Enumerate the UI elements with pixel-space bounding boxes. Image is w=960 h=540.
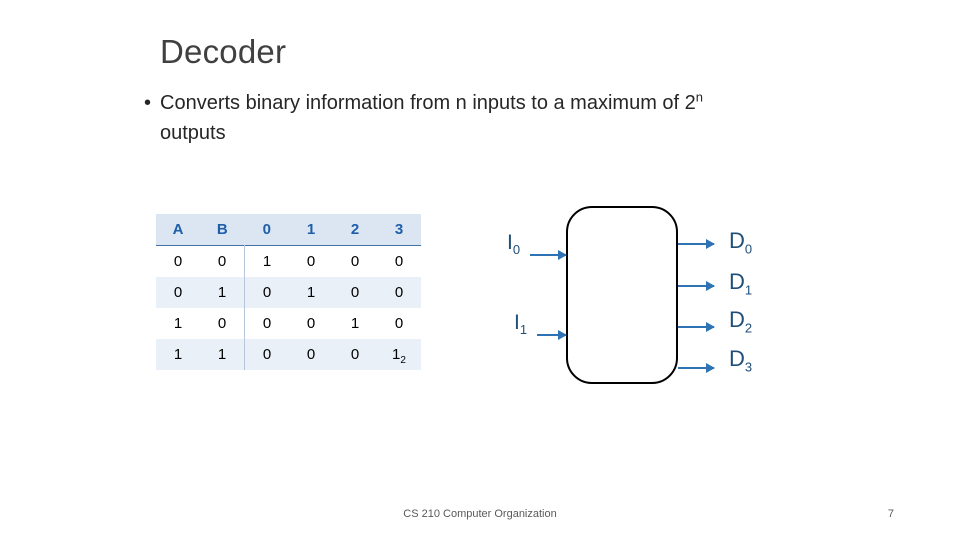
output-label-d3-base: D (729, 346, 745, 371)
output-arrow-d3-icon (678, 363, 715, 373)
cell-a: 1 (156, 308, 200, 339)
cell-d1: 0 (289, 308, 333, 339)
cell-d0: 0 (244, 308, 289, 339)
column-header-1: 1 (289, 214, 333, 246)
cell-a: 1 (156, 339, 200, 370)
input-label-i1-base: I (514, 311, 520, 334)
table-header: A B 0 1 2 3 (156, 214, 421, 246)
cell-d2: 0 (333, 245, 377, 277)
cell-a: 0 (156, 277, 200, 308)
cell-d3-subscript: 2 (400, 355, 406, 366)
cell-d1: 1 (289, 277, 333, 308)
input-arrow-i1-icon (537, 330, 567, 340)
page-number: 7 (887, 508, 894, 520)
cell-d3: 0 (377, 308, 421, 339)
output-label-d3: D3 (729, 346, 753, 375)
cell-d0: 0 (244, 277, 289, 308)
bullet-marker: • (144, 92, 152, 114)
output-label-d1-base: D (729, 269, 745, 294)
cell-d0: 0 (244, 339, 289, 370)
column-header-a: A (156, 214, 200, 246)
cell-d1: 0 (289, 339, 333, 370)
cell-a: 0 (156, 245, 200, 277)
cell-d0: 1 (244, 245, 289, 277)
table-row: 0 1 0 1 0 0 (156, 277, 421, 308)
footer-text: CS 210 Computer Organization (403, 508, 557, 520)
output-label-d2-base: D (729, 307, 745, 332)
column-header-b: B (200, 214, 245, 246)
cell-d1: 0 (289, 245, 333, 277)
table-row: 0 0 1 0 0 0 (156, 245, 421, 277)
bullet-text: Converts binary information from n input… (160, 88, 744, 148)
input-label-i1-sub: 1 (519, 322, 528, 338)
output-label-d1-sub: 1 (744, 282, 753, 298)
bullet-text-after: outputs (160, 122, 226, 144)
output-arrow-d2-icon (678, 322, 715, 332)
input-label-i0: I0 (507, 231, 521, 258)
output-label-d0-base: D (729, 228, 745, 253)
cell-b: 1 (200, 339, 245, 370)
table-header-row: A B 0 1 2 3 (156, 214, 421, 246)
output-label-d2-sub: 2 (744, 320, 753, 336)
output-arrow-d0-icon (678, 239, 715, 249)
table-row: 1 0 0 0 1 0 (156, 308, 421, 339)
output-arrow-d1-icon (678, 281, 715, 291)
bullet-list: • Converts binary information from n inp… (144, 88, 744, 148)
input-label-i0-sub: 0 (512, 242, 521, 258)
decoder-diagram: I0 I1 D0 D1 D2 D3 (490, 195, 790, 395)
input-label-i0-base: I (507, 231, 513, 254)
input-label-i1: I1 (514, 311, 528, 338)
column-header-3: 3 (377, 214, 421, 246)
cell-d2: 0 (333, 339, 377, 370)
output-label-d0: D0 (729, 228, 753, 257)
output-label-d2: D2 (729, 307, 753, 336)
bullet-text-before: Converts binary information from n input… (160, 92, 696, 114)
column-header-2: 2 (333, 214, 377, 246)
column-header-0: 0 (244, 214, 289, 246)
cell-d3: 0 (377, 277, 421, 308)
list-item: • Converts binary information from n inp… (144, 88, 744, 148)
cell-d3-value: 1 (392, 346, 401, 363)
cell-b: 0 (200, 308, 245, 339)
page-title: Decoder (160, 33, 287, 70)
table-row: 1 1 0 0 0 12 (156, 339, 421, 370)
input-arrow-i0-icon (530, 250, 567, 260)
table-body: 0 0 1 0 0 0 0 1 0 1 0 0 1 0 0 0 1 0 (156, 245, 421, 370)
cell-d2: 0 (333, 277, 377, 308)
cell-d2: 1 (333, 308, 377, 339)
decoder-block-shape (566, 206, 678, 384)
cell-b: 1 (200, 277, 245, 308)
cell-d3-last: 12 (377, 339, 421, 370)
bullet-exponent: n (695, 89, 704, 105)
truth-table: A B 0 1 2 3 0 0 1 0 0 0 0 1 0 1 0 (156, 214, 421, 370)
output-label-d3-sub: 3 (744, 359, 753, 375)
cell-d3: 0 (377, 245, 421, 277)
output-label-d0-sub: 0 (744, 241, 753, 257)
cell-b: 0 (200, 245, 245, 277)
output-label-d1: D1 (729, 269, 753, 298)
